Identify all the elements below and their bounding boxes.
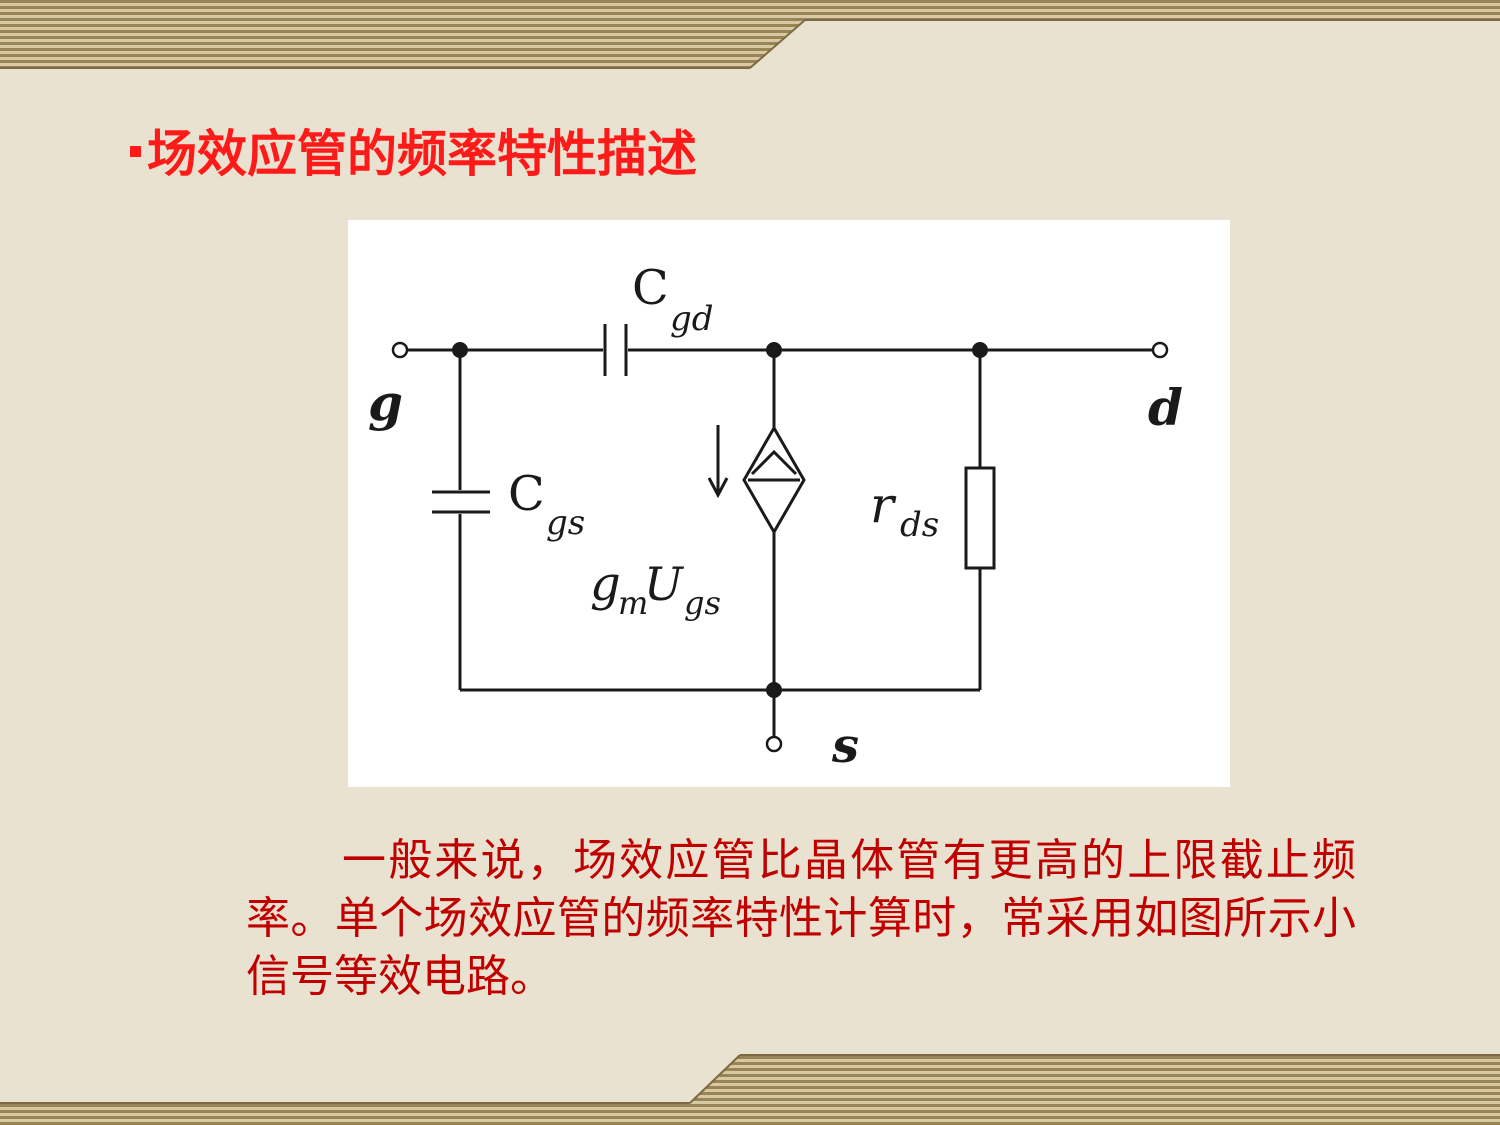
rds-resistor <box>964 466 996 570</box>
label-cgs-main: C <box>508 466 545 522</box>
node-source <box>766 682 782 698</box>
bottom-band <box>0 1055 1500 1125</box>
label-rds-main: r <box>870 476 897 534</box>
terminal-source <box>765 735 783 753</box>
label-gm-sub1: m <box>618 584 648 622</box>
label-source: s <box>831 718 859 774</box>
current-arrow-head <box>707 477 729 499</box>
label-cgs-sub: gs <box>546 503 585 543</box>
source-inner-arrow <box>750 449 798 476</box>
label-rds-sub: ds <box>900 505 939 545</box>
label-cgd-main: C <box>632 260 669 316</box>
node-gate <box>452 342 468 358</box>
terminal-drain <box>1151 341 1169 359</box>
slide-title: 场效应管的频率特性描述 <box>130 122 697 186</box>
top-band <box>0 0 1500 68</box>
small-signal-circuit: g d s C gd C gs r ds g m U gs <box>368 260 1183 774</box>
title-text: 场效应管的频率特性描述 <box>147 125 697 183</box>
node-drain-right <box>972 342 988 358</box>
circuit-figure: g d s C gd C gs r ds g m U gs <box>348 220 1230 787</box>
square-bullet-icon <box>130 146 141 157</box>
body-paragraph: 一般来说，场效应管比晶体管有更高的上限截止频率。单个场效应管的频率特性计算时，常… <box>246 835 1356 1002</box>
label-cgd-sub: gd <box>670 299 714 339</box>
node-drain-left <box>766 342 782 358</box>
label-gm-mid: U <box>644 557 685 611</box>
terminal-gate <box>391 341 409 359</box>
label-gm-sub2: gs <box>684 584 721 622</box>
label-drain: d <box>1148 378 1183 437</box>
label-gate: g <box>368 373 403 432</box>
label-gm-main: g <box>590 556 621 612</box>
